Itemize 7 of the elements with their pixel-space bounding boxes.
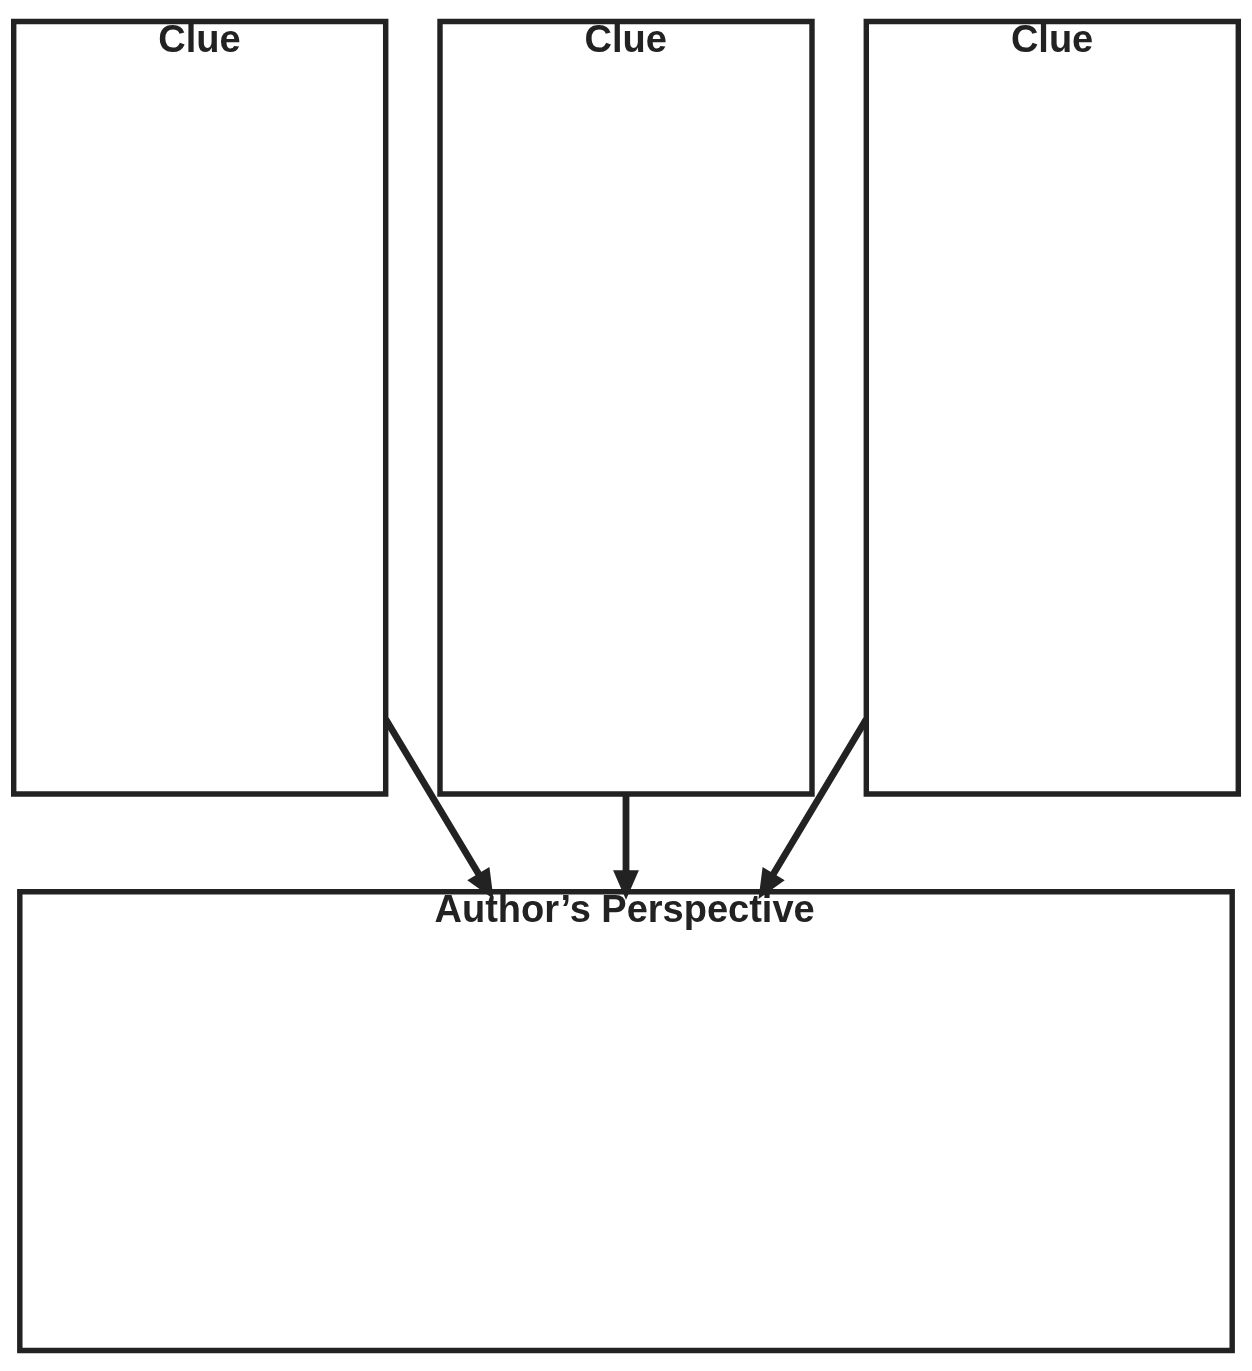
node-box: Author’s Perspective: [17, 888, 1235, 1353]
arrow: [613, 793, 639, 900]
node-box: Clue: [863, 18, 1241, 797]
arrow: [382, 716, 494, 899]
node-box: Clue: [437, 18, 815, 797]
node-box: Clue: [11, 18, 389, 797]
arrow: [758, 716, 870, 899]
